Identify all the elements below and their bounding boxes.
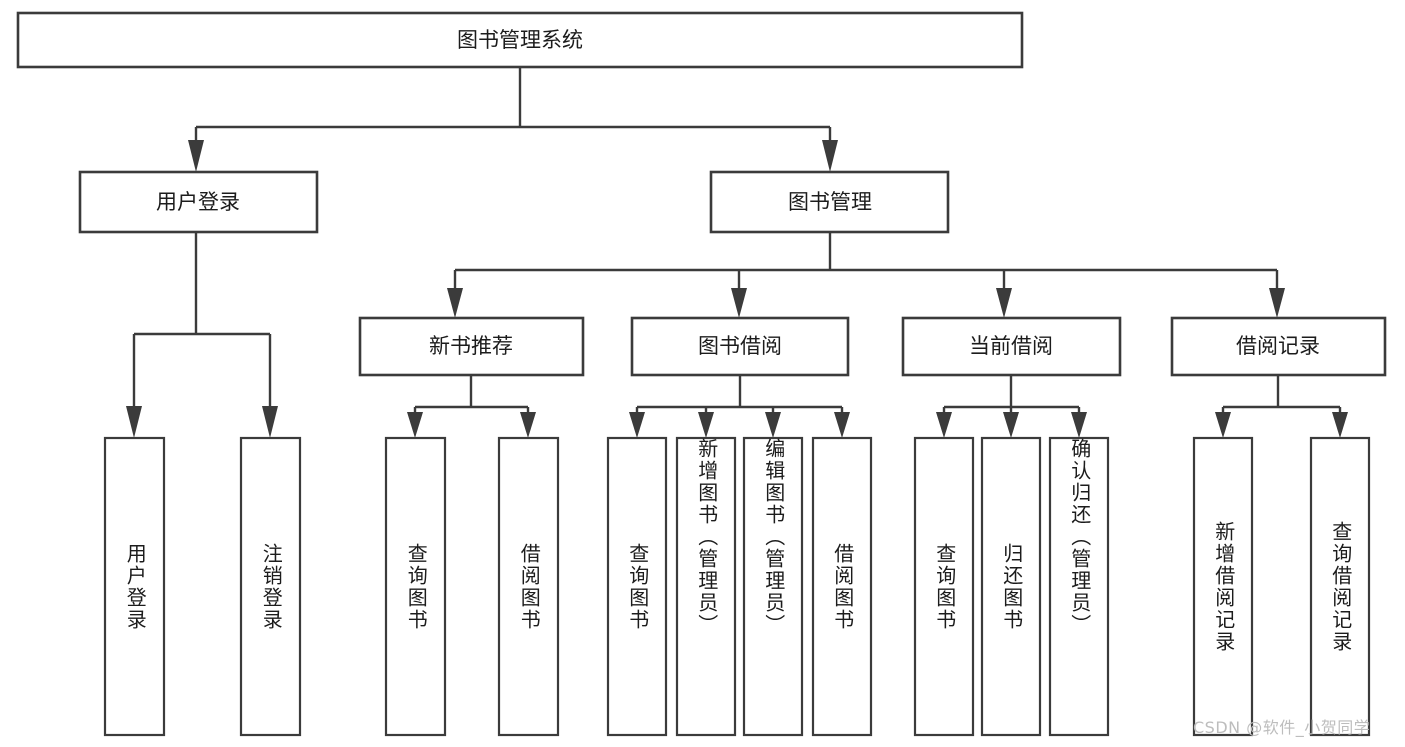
arrow-to-leaf-borrow-query: [629, 412, 645, 438]
arrow-to-leaf-current-query: [936, 412, 952, 438]
node-borrow-records-label: 借阅记录: [1236, 334, 1320, 358]
node-current-borrow[interactable]: 当前借阅: [901, 316, 1122, 377]
leaf-box-edit-book[interactable]: [742, 436, 804, 737]
node-borrow-records-box[interactable]: [1170, 316, 1387, 377]
csdn-watermark: CSDN @软件_小贺同学: [1193, 718, 1371, 737]
arrow-to-leaf-query-record: [1332, 412, 1348, 438]
connector-group-bookborrow-to-leaves: [629, 375, 850, 438]
leaf-box-current-query[interactable]: [913, 436, 975, 737]
node-root-label: 图书管理系统: [457, 28, 583, 52]
connector-group-bookmanage-to-level3: [447, 232, 1285, 318]
leaf-box-confirm-return[interactable]: [1048, 436, 1110, 737]
connector-group-userlogin-to-leaves: [126, 232, 278, 438]
arrow-to-leaf-add-record: [1215, 412, 1231, 438]
connector-group-borrowrecords-to-leaves: [1215, 375, 1348, 438]
connector-group-newbook-to-leaves: [407, 375, 536, 438]
leaf-box-newbook-query[interactable]: [384, 436, 447, 737]
node-root[interactable]: 图书管理系统: [16, 11, 1024, 69]
arrow-to-leaf-logout: [262, 406, 278, 438]
leaf-box-borrow-book[interactable]: [811, 436, 873, 737]
arrow-to-leaf-newbook-query: [407, 412, 423, 438]
node-current-borrow-box[interactable]: [901, 316, 1122, 377]
arrow-to-leaf-confirm-return: [1071, 412, 1087, 438]
leaf-box-logout[interactable]: [239, 436, 302, 737]
leaf-box-query-record[interactable]: [1309, 436, 1371, 737]
arrow-to-book-borrow: [731, 288, 747, 318]
leaf-boxes-current-borrow: [913, 436, 1110, 737]
node-root-box[interactable]: [16, 11, 1024, 69]
arrow-to-borrow-records: [1269, 288, 1285, 318]
node-user-login[interactable]: 用户登录: [78, 170, 319, 234]
node-user-login-box[interactable]: [78, 170, 319, 234]
node-book-manage[interactable]: 图书管理: [709, 170, 950, 234]
leaf-boxes-book-borrow: [606, 436, 873, 737]
leaf-boxes-new-book-recommend: [384, 436, 560, 737]
arrow-to-new-book-recommend: [447, 288, 463, 318]
arrow-to-leaf-borrow-book: [834, 412, 850, 438]
leaf-box-add-book[interactable]: [675, 436, 737, 737]
node-new-book-recommend-box[interactable]: [358, 316, 585, 377]
arrow-to-current-borrow: [996, 288, 1012, 318]
arrow-to-leaf-return-book: [1003, 412, 1019, 438]
arrow-to-leaf-user-login: [126, 406, 142, 438]
node-new-book-recommend-label: 新书推荐: [429, 334, 513, 358]
connector-group-currentborrow-to-leaves: [936, 375, 1087, 438]
node-user-login-label: 用户登录: [156, 190, 240, 214]
node-borrow-records[interactable]: 借阅记录: [1170, 316, 1387, 377]
arrow-to-user-login: [188, 140, 204, 172]
node-book-manage-label: 图书管理: [788, 190, 872, 214]
arrow-to-leaf-newbook-borrow: [520, 412, 536, 438]
node-book-borrow[interactable]: 图书借阅: [630, 316, 850, 377]
node-current-borrow-label: 当前借阅: [969, 334, 1053, 358]
leaf-box-add-record[interactable]: [1192, 436, 1254, 737]
arrow-to-book-manage: [822, 140, 838, 172]
leaf-boxes-borrow-records: [1192, 436, 1371, 737]
leaf-box-return-book[interactable]: [980, 436, 1042, 737]
node-book-borrow-label: 图书借阅: [698, 334, 782, 358]
connector-group-root-to-level2: [188, 67, 838, 172]
leaf-box-newbook-borrow[interactable]: [497, 436, 560, 737]
node-new-book-recommend[interactable]: 新书推荐: [358, 316, 585, 377]
arrow-to-leaf-add-book: [698, 412, 714, 438]
arrow-to-leaf-edit-book: [765, 412, 781, 438]
leaf-boxes-user-login: [103, 436, 302, 737]
node-book-manage-box[interactable]: [709, 170, 950, 234]
node-book-borrow-box[interactable]: [630, 316, 850, 377]
leaf-box-user-login[interactable]: [103, 436, 166, 737]
leaf-box-borrow-query[interactable]: [606, 436, 668, 737]
